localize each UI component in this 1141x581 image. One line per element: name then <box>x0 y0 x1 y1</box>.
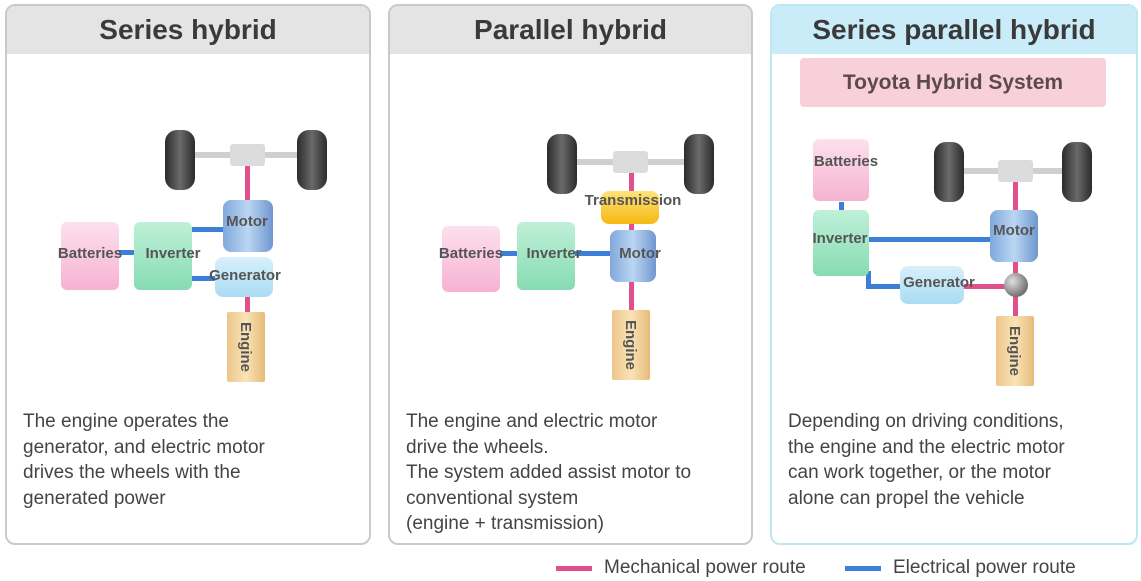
description-line: The engine operates the <box>23 411 229 432</box>
panel-parallel-hybrid: Parallel hybrid Transmission Batteries I… <box>388 4 753 545</box>
electrical-route <box>112 250 137 255</box>
legend-mechanical: Mechanical power route <box>556 556 806 580</box>
electrical-route <box>494 251 520 256</box>
motor-block <box>610 230 656 282</box>
description-line: conventional system <box>406 487 579 509</box>
electrical-route <box>191 227 226 232</box>
panel-series-hybrid: Series hybrid Motor Batteries Inverter G… <box>5 4 371 545</box>
batteries-label: Batteries <box>439 245 503 262</box>
electrical-route-swatch <box>845 565 881 571</box>
description-line: (engine + transmission) <box>406 513 605 534</box>
motor-block <box>990 210 1038 262</box>
electrical-route <box>839 202 844 212</box>
description: The engine and electric motor drive the … <box>406 409 741 537</box>
batteries-block <box>61 222 119 290</box>
transmission-block <box>601 191 659 224</box>
batteries-block <box>442 226 500 292</box>
description-line: can work together, or the motor <box>788 462 1051 483</box>
power-split-device <box>1004 273 1028 297</box>
description: The engine operates the generator, and e… <box>23 409 358 511</box>
description-line: drive the wheels. <box>406 436 549 458</box>
motor-block <box>223 200 273 252</box>
description-line: alone can propel the vehicle <box>788 487 1025 509</box>
inverter-label: Inverter <box>812 230 867 247</box>
generator-label: Generator <box>903 274 975 291</box>
legend-label: Electrical power route <box>893 557 1076 578</box>
description-line: generator, and electric motor <box>23 436 265 458</box>
mechanical-route <box>1013 182 1018 212</box>
mechanical-route <box>245 166 250 202</box>
generator-block <box>215 257 273 297</box>
mechanical-route <box>629 222 634 234</box>
description-line: Depending on driving conditions, <box>788 411 1064 432</box>
motor-label: Motor <box>993 222 1035 239</box>
series-hybrid-diagram: Motor Batteries Inverter Generator Engin… <box>58 130 327 382</box>
mechanical-route <box>629 173 634 195</box>
electrical-route <box>866 284 904 289</box>
batteries-block <box>813 139 869 201</box>
engine-label: Engine <box>237 322 254 372</box>
legend-label: Mechanical power route <box>604 557 806 578</box>
inverter-block <box>517 222 575 290</box>
mechanical-route <box>1013 260 1018 286</box>
description-line: The engine and electric motor <box>406 411 658 432</box>
electrical-route <box>866 271 871 289</box>
transmission-label: Transmission <box>585 192 682 209</box>
wheel-axle <box>547 134 714 194</box>
mechanical-route <box>1013 294 1018 316</box>
description-line: The system added assist motor to <box>406 462 692 483</box>
toyota-hybrid-system-label: Toyota Hybrid System <box>800 58 1106 107</box>
description-line: drives the wheels with the <box>23 462 241 483</box>
description-line: the engine and the electric motor <box>788 436 1065 458</box>
mechanical-route <box>962 284 1010 289</box>
electrical-route <box>191 276 221 281</box>
panel-title: Series parallel hybrid <box>772 6 1136 54</box>
batteries-label: Batteries <box>58 245 122 262</box>
description: Depending on driving conditions, the eng… <box>788 409 1123 511</box>
motor-label: Motor <box>226 213 268 230</box>
mechanical-route <box>245 294 250 314</box>
legend-electrical: Electrical power route <box>845 556 1076 580</box>
electrical-route <box>868 237 992 242</box>
series-parallel-hybrid-diagram: Batteries Inverter Motor Generator Engin… <box>812 139 1092 386</box>
inverter-block <box>813 210 869 276</box>
engine-block <box>227 312 265 382</box>
panel-title: Parallel hybrid <box>390 6 751 54</box>
wheel-axle <box>165 130 327 190</box>
inverter-label: Inverter <box>145 245 200 262</box>
mechanical-route-swatch <box>556 565 592 571</box>
description-line: generated power <box>23 487 166 509</box>
wheel-axle <box>934 142 1092 202</box>
inverter-block <box>134 222 192 290</box>
generator-block <box>900 266 964 304</box>
generator-label: Generator <box>209 267 281 284</box>
parallel-hybrid-diagram: Transmission Batteries Inverter Motor En… <box>439 134 714 380</box>
motor-label: Motor <box>619 245 661 262</box>
engine-block <box>612 310 650 380</box>
engine-label: Engine <box>622 320 639 370</box>
batteries-label: Batteries <box>814 153 878 170</box>
panel-series-parallel-hybrid: Series parallel hybrid Toyota Hybrid Sys… <box>770 4 1138 545</box>
engine-block <box>996 316 1034 386</box>
electrical-route <box>574 251 612 256</box>
mechanical-route <box>629 278 634 312</box>
engine-label: Engine <box>1006 326 1023 376</box>
panel-title: Series hybrid <box>7 6 369 54</box>
inverter-label: Inverter <box>526 245 581 262</box>
